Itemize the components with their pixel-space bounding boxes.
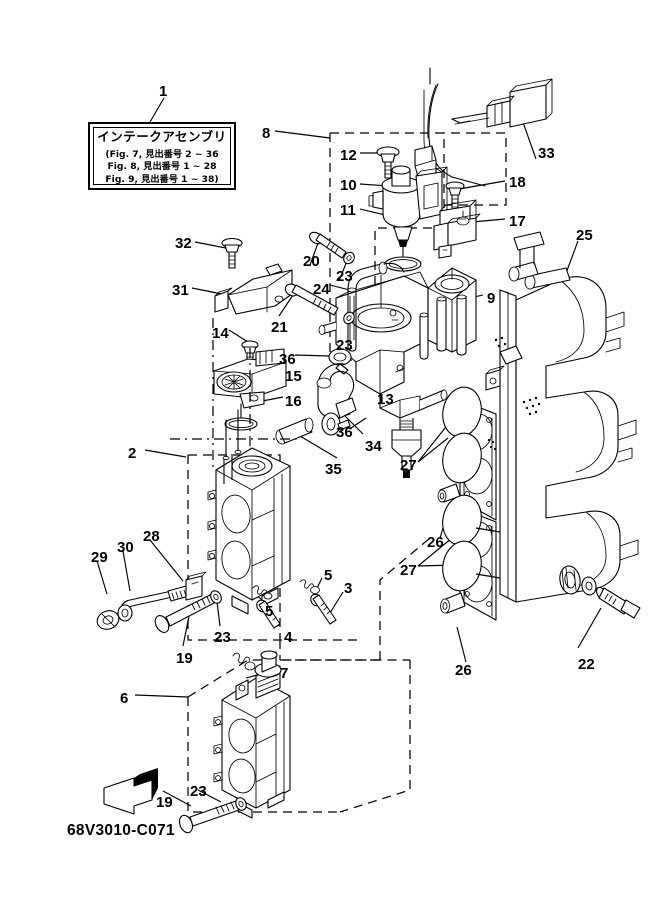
part-7-spring: [232, 652, 256, 671]
part-27-gaskets: [442, 386, 482, 592]
callout-number-20: 20: [303, 253, 320, 270]
part-9-throttle-body: [318, 267, 477, 478]
callout-number-36: 36: [336, 424, 353, 441]
callout-number-2: 2: [128, 445, 137, 462]
part-22-grommet-bolt: [559, 565, 641, 619]
part-23-washer-bottom: [235, 797, 247, 811]
callout-number-18: 18: [509, 174, 526, 191]
callout-number-5: 5: [265, 603, 274, 620]
group-box-17: [444, 132, 507, 206]
callout-number-1: 1: [159, 83, 168, 100]
callout-number-27: 27: [400, 457, 417, 474]
callout-number-31: 31: [172, 282, 189, 299]
part-19-bolt-mid: [154, 593, 217, 633]
part-29-ball-joint: [96, 610, 120, 630]
part-11-oring: [384, 256, 422, 272]
part-16-oring: [224, 417, 258, 431]
callout-number-19: 19: [176, 650, 193, 667]
part-5-spring-right: [299, 579, 320, 594]
callout-number-7: 7: [280, 665, 289, 682]
callout-number-23: 23: [336, 268, 353, 285]
part-36-clamp-upper: [328, 348, 352, 375]
group-box-6: [187, 659, 410, 698]
callout-number-4: 4: [284, 629, 293, 646]
callout-number-25: 25: [576, 227, 593, 244]
callout-number-9: 9: [487, 290, 496, 307]
part-5-spring-left: [252, 585, 273, 600]
callout-number-10: 10: [340, 177, 357, 194]
callout-number-13: 13: [377, 391, 394, 408]
callout-number-21: 21: [271, 319, 288, 336]
callout-number-19: 19: [156, 794, 173, 811]
callout-number-29: 29: [91, 549, 108, 566]
part-4-screw: [256, 599, 281, 629]
part-21-bolt: [284, 283, 339, 316]
callout-number-17: 17: [509, 213, 526, 230]
callout-number-14: 14: [212, 325, 229, 342]
part-31-bracket: [214, 263, 293, 315]
title-box-line-2: Fig. 8, 見出番号 1 ~ 28: [107, 161, 217, 173]
part-2-throttle-body: [207, 409, 291, 615]
part-17-sensor: [433, 199, 481, 259]
title-box-line-1: (Fig. 7, 見出番号 2 ~ 36: [105, 149, 219, 161]
callout-number-6: 6: [120, 690, 129, 707]
part-12-bolt: [376, 146, 400, 179]
part-3-screw: [310, 593, 337, 625]
part-23-washer-lower: [343, 311, 355, 325]
callout-number-24: 24: [313, 281, 330, 298]
callout-number-5: 5: [324, 567, 333, 584]
part-36-clamp-lower: [321, 412, 351, 436]
group-box-2: [187, 455, 358, 641]
callout-number-16: 16: [285, 393, 302, 410]
title-box: インテークアセンブリ (Fig. 7, 見出番号 2 ~ 36 Fig. 8, …: [88, 122, 236, 190]
part-30-washer: [117, 604, 133, 622]
callout-number-33: 33: [538, 145, 555, 162]
callout-number-26: 26: [427, 534, 444, 551]
callout-number-3: 3: [344, 580, 353, 597]
wire-harness-connector-33: [414, 67, 553, 188]
callout-number-23: 23: [336, 337, 353, 354]
callout-number-34: 34: [365, 438, 382, 455]
part-15-sensor: [213, 348, 287, 419]
callout-number-8: 8: [262, 125, 271, 142]
part-26-spacer-upper: [437, 483, 461, 503]
part-23-washer-mid: [210, 590, 222, 604]
title-box-heading: インテークアセンブリ: [97, 129, 227, 145]
callout-number-28: 28: [143, 528, 160, 545]
callout-number-12: 12: [340, 147, 357, 164]
part-19-bolt-bottom: [178, 800, 240, 834]
part-20-bolt: [309, 231, 347, 259]
callout-number-36: 36: [279, 351, 296, 368]
part-25-intake-manifold: [485, 231, 639, 603]
callout-number-11: 11: [340, 202, 356, 219]
callout-number-15: 15: [285, 368, 302, 385]
fwd-arrow: [103, 768, 158, 815]
callout-number-35: 35: [325, 461, 342, 478]
part-6-throttle-body-lower: [213, 650, 291, 819]
callout-number-32: 32: [175, 235, 192, 252]
title-box-line-3: Fig. 9, 見出番号 1 ~ 38): [105, 173, 219, 185]
callout-number-26: 26: [455, 662, 472, 679]
part-32-bolt: [221, 237, 243, 269]
callout-number-23: 23: [214, 629, 231, 646]
callout-number-27: 27: [400, 562, 417, 579]
callout-number-30: 30: [117, 539, 134, 556]
part-23-washer-upper: [343, 251, 355, 265]
part-26-spacer-lower: [440, 592, 466, 614]
part-10-idle-air-valve: [368, 165, 448, 257]
callout-number-23: 23: [190, 783, 207, 800]
callout-number-22: 22: [578, 656, 595, 673]
diagram-part-number: 68V3010-C071: [67, 822, 175, 839]
